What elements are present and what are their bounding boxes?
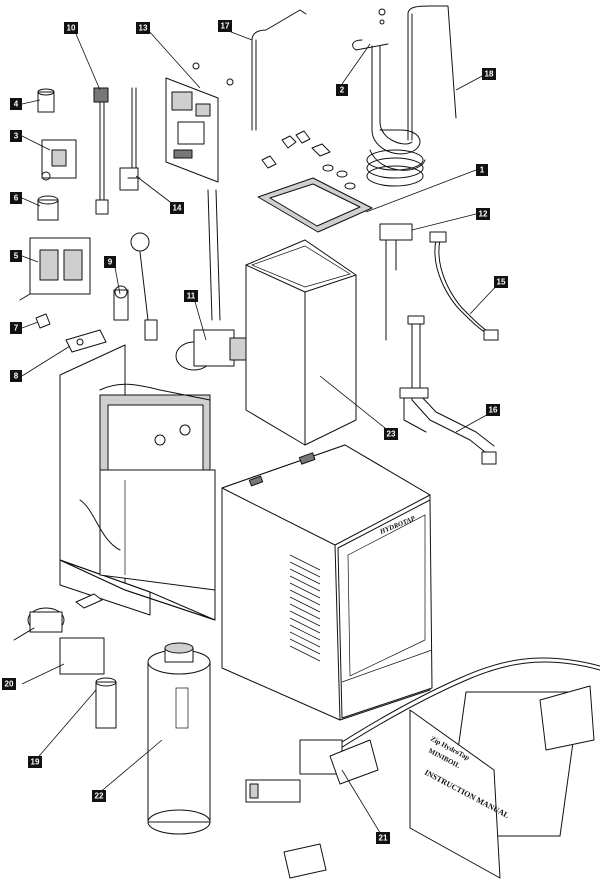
float-switch-14	[119, 87, 141, 191]
callout-12-label: 12	[479, 210, 488, 219]
tap-assembly-21	[245, 657, 600, 803]
chassis-frame	[59, 344, 216, 621]
callout-2-label: 2	[340, 86, 345, 95]
filter-cartridge-22	[147, 642, 211, 835]
plug-9	[113, 285, 129, 321]
cabinet-housing: HYDROTAP	[221, 444, 433, 721]
callout-2: 2	[336, 84, 348, 96]
callout-21: 21	[376, 832, 390, 844]
callout-20-label: 20	[5, 680, 14, 689]
callout-3: 3	[10, 130, 22, 142]
harness-16	[399, 315, 497, 465]
fitting-7	[35, 313, 51, 329]
callout-8-label: 8	[14, 372, 19, 381]
callout-23: 23	[384, 428, 398, 440]
callout-15: 15	[494, 276, 508, 288]
harness-15	[429, 231, 499, 341]
heating-element-2	[352, 8, 426, 187]
callout-9-label: 9	[108, 258, 113, 267]
callout-22-label: 22	[95, 792, 104, 801]
callout-5-label: 5	[14, 252, 19, 261]
callout-12: 12	[476, 208, 490, 220]
filter-head-20	[13, 593, 105, 675]
callout-13-label: 13	[139, 24, 148, 33]
callout-14-label: 14	[173, 204, 182, 213]
callout-21-label: 21	[379, 834, 388, 843]
callout-11: 11	[184, 290, 198, 302]
instruction-manual: Zip HydroTap MINIBOIL INSTRUCTION MANUAL	[409, 685, 595, 879]
callout-16-label: 16	[489, 406, 498, 415]
callout-6: 6	[10, 192, 22, 204]
callout-19-label: 19	[31, 758, 40, 767]
probe-lead-10	[93, 87, 109, 215]
callout-3-label: 3	[14, 132, 19, 141]
callout-22: 22	[92, 790, 106, 802]
callout-16: 16	[486, 404, 500, 416]
callout-18: 18	[482, 68, 496, 80]
callout-9: 9	[104, 256, 116, 268]
callout-7: 7	[10, 322, 22, 334]
callout-5: 5	[10, 250, 22, 262]
callout-19: 19	[28, 756, 42, 768]
callout-13: 13	[136, 22, 150, 34]
bracket-8	[65, 329, 107, 353]
callout-20: 20	[2, 678, 16, 690]
fitting-6	[37, 195, 59, 221]
callout-6-label: 6	[14, 194, 19, 203]
callout-18-label: 18	[485, 70, 494, 79]
plug-cord	[130, 232, 158, 341]
probe-17	[251, 9, 307, 131]
callout-15-label: 15	[497, 278, 506, 287]
cabinet-vents	[289, 554, 321, 662]
fitting-4	[37, 88, 55, 113]
callout-1-label: 1	[480, 166, 485, 175]
label-card	[283, 843, 327, 879]
lid-gasket-1	[257, 177, 373, 233]
callout-1: 1	[476, 164, 488, 176]
callout-7-label: 7	[14, 324, 19, 333]
elbow-fittings	[261, 130, 356, 190]
callout-4: 4	[10, 98, 22, 110]
tank-23	[245, 239, 357, 446]
probe-18	[407, 5, 457, 141]
callout-14: 14	[170, 202, 184, 214]
callout-8: 8	[10, 370, 22, 382]
callout-4-label: 4	[14, 100, 19, 109]
fitting-19	[95, 677, 117, 729]
callout-17-label: 17	[221, 22, 230, 31]
pump-11	[175, 189, 247, 371]
terminal-block-12	[379, 223, 413, 341]
callout-10-label: 10	[67, 24, 76, 33]
callout-17: 17	[218, 20, 232, 32]
dual-solenoid-valve-5	[19, 237, 91, 301]
solenoid-valve-3	[41, 139, 77, 181]
callout-23-label: 23	[387, 430, 396, 439]
callout-10: 10	[64, 22, 78, 34]
pcb-bracket-13	[165, 62, 234, 183]
callout-11-label: 11	[187, 292, 196, 301]
